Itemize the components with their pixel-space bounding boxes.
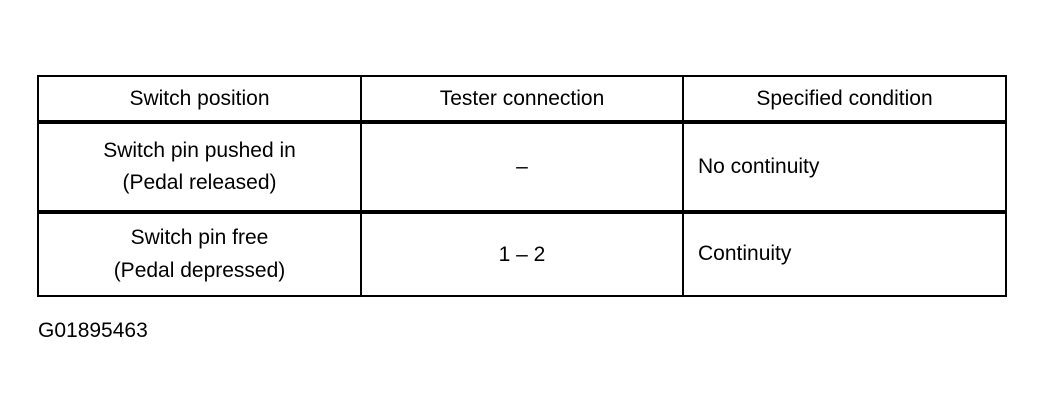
switch-position-line-2: (Pedal depressed) — [113, 258, 286, 282]
switch-position-line-1: Switch pin free — [130, 225, 269, 249]
cell-tester-connection: – — [360, 122, 684, 215]
cell-specified-condition: Continuity — [682, 212, 1007, 296]
cell-tester-connection: 1 – 2 — [360, 212, 684, 296]
column-header-switch-position: Switch position — [37, 76, 362, 125]
column-header-tester-connection: Tester connection — [360, 76, 684, 125]
cell-specified-condition: No continuity — [682, 122, 1007, 215]
figure-caption: G01895463 — [38, 319, 148, 342]
cell-switch-position: Switch pin free (Pedal depressed) — [37, 212, 362, 296]
column-header-specified-condition: Specified condition — [682, 76, 1007, 125]
table-row: Switch pin pushed in (Pedal released) – … — [37, 122, 1007, 215]
switch-position-line-2: (Pedal released) — [122, 171, 277, 195]
table-header-row: Switch position Tester connection Specif… — [37, 76, 1007, 125]
cell-switch-position: Switch pin pushed in (Pedal released) — [37, 122, 362, 215]
table-row: Switch pin free (Pedal depressed) 1 – 2 … — [37, 212, 1007, 296]
switch-position-line-1: Switch pin pushed in — [103, 138, 296, 162]
specification-table: Switch position Tester connection Specif… — [37, 75, 1007, 297]
